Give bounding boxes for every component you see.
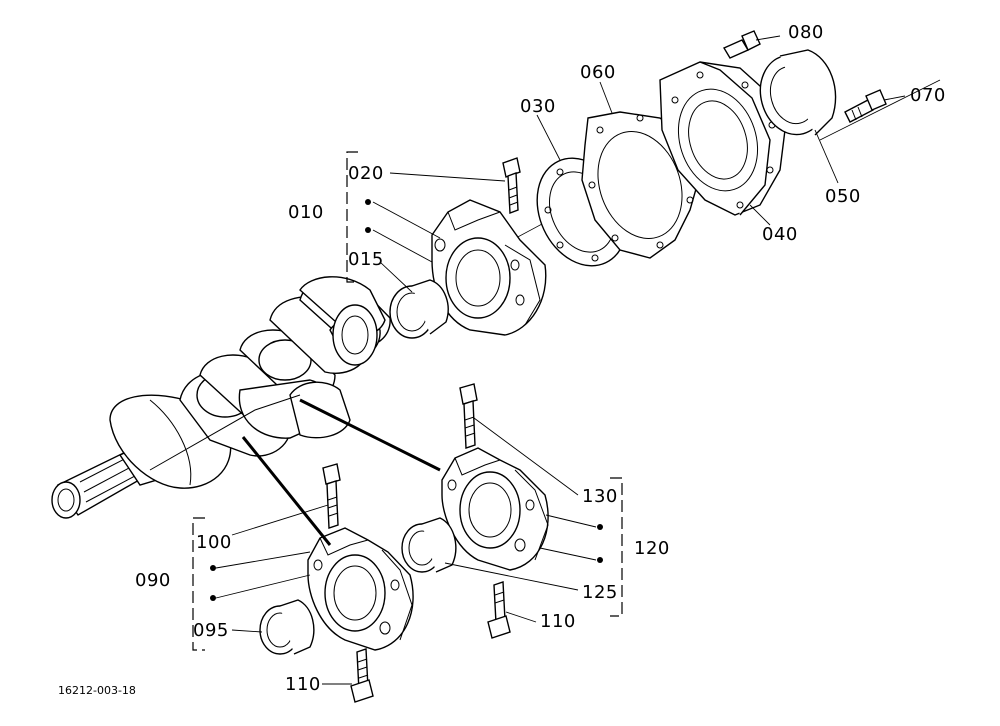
bracket-120	[610, 477, 623, 617]
label-080: 080	[788, 22, 824, 43]
bolt-110-right	[487, 581, 511, 639]
label-040: 040	[762, 224, 798, 245]
leader-lines	[215, 35, 906, 685]
group-brackets	[192, 151, 623, 651]
label-060: 060	[580, 62, 616, 83]
label-030: 030	[520, 96, 556, 117]
bolt-130	[459, 383, 478, 449]
label-120: 120	[634, 538, 670, 559]
bracket-090	[192, 517, 205, 651]
label-010: 010	[288, 202, 324, 223]
bearing-case-010	[431, 199, 547, 336]
bolt-020	[502, 157, 521, 214]
bracket-dots	[210, 199, 603, 601]
bolt-080	[722, 30, 761, 59]
label-090: 090	[135, 570, 171, 591]
figure-number: 16212-003-18	[58, 684, 136, 697]
label-015: 015	[348, 249, 384, 270]
oil-seal-050	[759, 49, 837, 136]
bearing-case-090	[307, 527, 414, 651]
label-070: 070	[910, 85, 946, 106]
label-100: 100	[196, 532, 232, 553]
label-050: 050	[825, 186, 861, 207]
label-020: 020	[348, 163, 384, 184]
part-labels: 020 010 015 030 060 080 070 050 040 130 …	[58, 22, 946, 697]
bushing-015	[389, 279, 449, 339]
label-125: 125	[582, 582, 618, 603]
label-110-right: 110	[540, 611, 576, 632]
crankshaft	[51, 276, 391, 519]
label-095: 095	[193, 620, 229, 641]
bolt-100	[322, 463, 341, 529]
bearing-case-120	[441, 447, 549, 571]
label-110-lower: 110	[285, 674, 321, 695]
bolt-110-lower	[350, 648, 374, 703]
bracket-010	[346, 151, 358, 283]
label-130: 130	[582, 486, 618, 507]
assembly-lines	[241, 398, 441, 546]
bolt-070	[844, 89, 887, 123]
bushing-125	[401, 517, 457, 573]
bushing-095	[259, 599, 315, 655]
seal-case-040	[659, 61, 786, 216]
